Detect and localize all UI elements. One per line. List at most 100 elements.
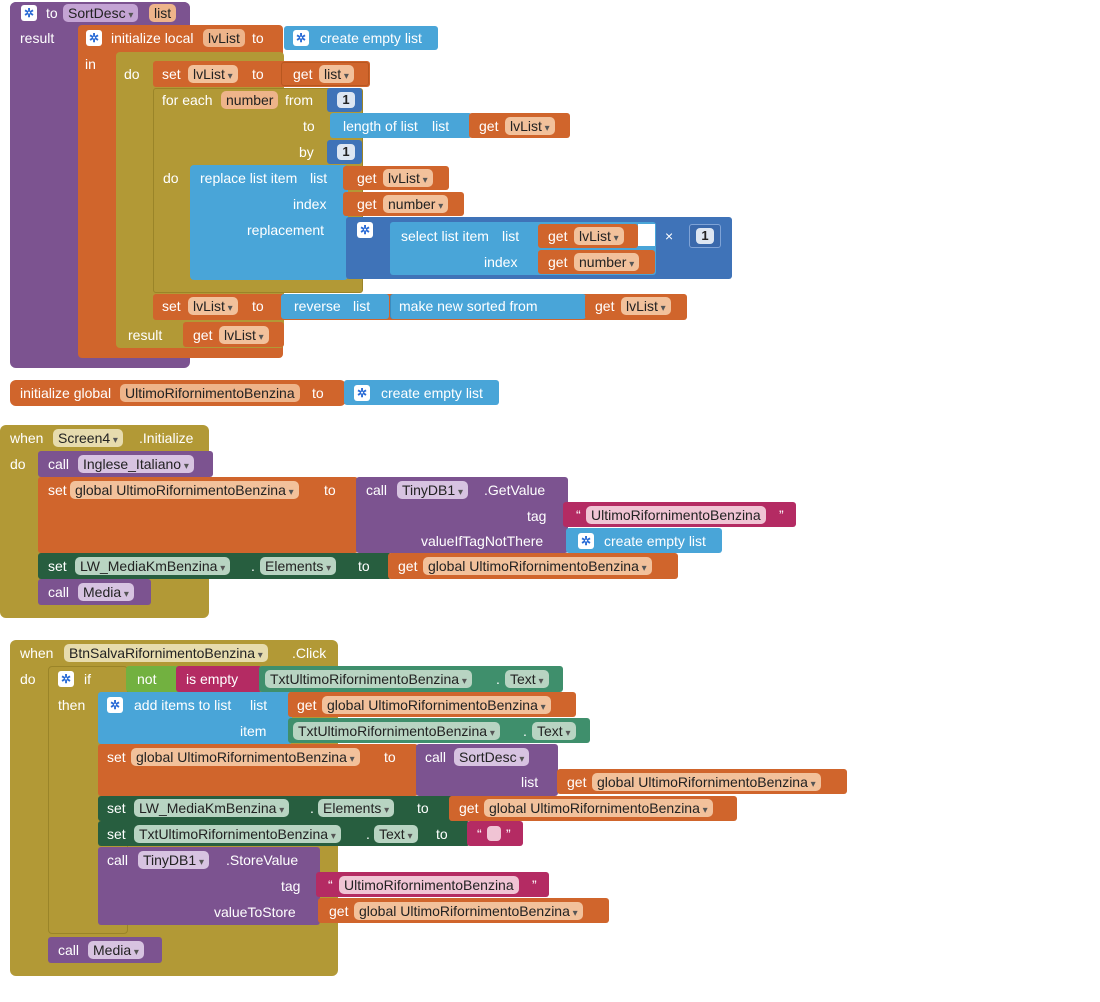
quote-close: ” (506, 826, 511, 842)
global-var-field[interactable]: global UltimoRifornimentoBenzina (322, 696, 551, 714)
get-label: get (357, 196, 377, 212)
component-field[interactable]: LW_MediaKmBenzina (75, 557, 231, 575)
to-label: to (312, 385, 324, 401)
get-label: get (595, 298, 615, 314)
procedure-field[interactable]: SortDesc (454, 748, 530, 766)
empty-socket[interactable] (638, 224, 655, 246)
global-var-field[interactable]: global UltimoRifornimentoBenzina (131, 748, 360, 766)
gear-icon[interactable]: ✲ (21, 5, 37, 21)
global-name-field[interactable]: UltimoRifornimentoBenzina (120, 384, 300, 402)
param-field[interactable]: list (149, 4, 177, 22)
procedure-name-field[interactable]: SortDesc (63, 4, 139, 22)
global-var-field[interactable]: global UltimoRifornimentoBenzina (592, 773, 821, 791)
get-label: get (398, 558, 418, 574)
component-field[interactable]: TinyDB1 (138, 851, 209, 869)
reverse-list-block[interactable] (281, 294, 389, 319)
set-label: set (107, 826, 126, 842)
tinydb-storevalue-block[interactable] (98, 847, 320, 925)
component-field[interactable]: Screen4 (53, 429, 123, 447)
dot-label: . (496, 671, 500, 687)
get-label: get (329, 903, 349, 919)
var-field[interactable]: number (383, 195, 449, 213)
gear-icon[interactable]: ✲ (354, 385, 370, 401)
var-field[interactable]: number (574, 253, 640, 271)
when-label: when (20, 645, 54, 661)
gear-icon[interactable]: ✲ (357, 222, 373, 238)
property-field[interactable]: Elements (318, 799, 395, 817)
get-label: get (459, 800, 479, 816)
quote-open: “ (477, 826, 482, 842)
empty-text-field[interactable] (487, 826, 501, 841)
create-empty-list-block[interactable] (284, 26, 438, 50)
component-field[interactable]: TxtUltimoRifornimentoBenzina (134, 825, 341, 843)
number-field[interactable]: 1 (337, 92, 355, 108)
create-empty-list-label: create empty list (320, 30, 422, 46)
component-field[interactable]: TxtUltimoRifornimentoBenzina (293, 722, 500, 740)
dot-label: . (366, 826, 370, 842)
var-field[interactable]: lvList (188, 65, 238, 83)
var-field[interactable]: list (319, 65, 354, 83)
when-label: when (10, 430, 44, 446)
value-if-label: valueIfTagNotThere (421, 533, 544, 549)
make-sorted-label: make new sorted from (399, 298, 538, 314)
component-field[interactable]: TinyDB1 (397, 481, 468, 499)
call-label: call (107, 852, 129, 868)
var-field[interactable]: lvList (574, 227, 624, 245)
get-label: get (567, 774, 587, 790)
global-var-field[interactable]: global UltimoRifornimentoBenzina (423, 557, 652, 575)
gear-icon[interactable]: ✲ (58, 671, 74, 687)
storevalue-label: .StoreValue (226, 852, 299, 868)
property-field[interactable]: Text (532, 722, 576, 740)
property-field[interactable]: Text (505, 670, 549, 688)
property-field[interactable]: Elements (260, 557, 337, 575)
not-block[interactable] (126, 666, 182, 692)
do-label: do (10, 456, 26, 472)
get-label: get (357, 170, 377, 186)
var-field[interactable]: lvList (383, 169, 433, 187)
procedure-field[interactable]: Media (88, 941, 144, 959)
create-empty-list-label: create empty list (381, 385, 483, 401)
component-field[interactable]: BtnSalvaRifornimentoBenzina (64, 644, 268, 662)
component-field[interactable]: TxtUltimoRifornimentoBenzina (265, 670, 472, 688)
var-field[interactable]: lvList (219, 326, 269, 344)
loop-var-field[interactable]: number (221, 91, 279, 109)
property-field[interactable]: Text (374, 825, 418, 843)
to-label: to (46, 5, 58, 21)
length-of-list-block[interactable] (330, 113, 472, 138)
text-field[interactable]: UltimoRifornimentoBenzina (586, 506, 766, 524)
number-field[interactable]: 1 (337, 144, 355, 160)
add-items-block[interactable] (98, 692, 292, 744)
procedure-field[interactable]: Media (78, 583, 134, 601)
var-field[interactable]: lvList (621, 297, 671, 315)
list-label: list (521, 774, 539, 790)
reverse-label: reverse (294, 298, 341, 314)
index-label: index (484, 254, 518, 270)
set-label: set (107, 749, 126, 765)
make-sorted-block[interactable] (390, 294, 586, 319)
quote-close: ” (779, 507, 784, 523)
text-field[interactable]: UltimoRifornimentoBenzina (339, 876, 519, 894)
procedure-field[interactable]: Inglese_Italiano (78, 455, 194, 473)
gear-icon[interactable]: ✲ (86, 30, 102, 46)
global-var-field[interactable]: global UltimoRifornimentoBenzina (70, 481, 299, 499)
is-empty-label: is empty (186, 671, 239, 687)
replacement-label: replacement (247, 222, 325, 238)
var-field[interactable]: lvList (188, 297, 238, 315)
var-field[interactable]: lvList (505, 117, 555, 135)
replace-list-item-block[interactable] (190, 165, 348, 280)
component-field[interactable]: LW_MediaKmBenzina (134, 799, 290, 817)
set-label: set (107, 800, 126, 816)
gear-icon[interactable]: ✲ (293, 30, 309, 46)
event-label: .Initialize (139, 430, 194, 446)
gear-icon[interactable]: ✲ (107, 697, 123, 713)
gear-icon[interactable]: ✲ (578, 533, 594, 549)
local-var-field[interactable]: lvList (203, 29, 245, 47)
to-label: to (252, 30, 264, 46)
call-label: call (425, 749, 447, 765)
result-label: result (128, 327, 163, 343)
global-var-field[interactable]: global UltimoRifornimentoBenzina (484, 799, 713, 817)
is-empty-block[interactable] (176, 666, 262, 692)
global-var-field[interactable]: global UltimoRifornimentoBenzina (354, 902, 583, 920)
number-field[interactable]: 1 (696, 228, 714, 244)
to-label: to (303, 118, 315, 134)
